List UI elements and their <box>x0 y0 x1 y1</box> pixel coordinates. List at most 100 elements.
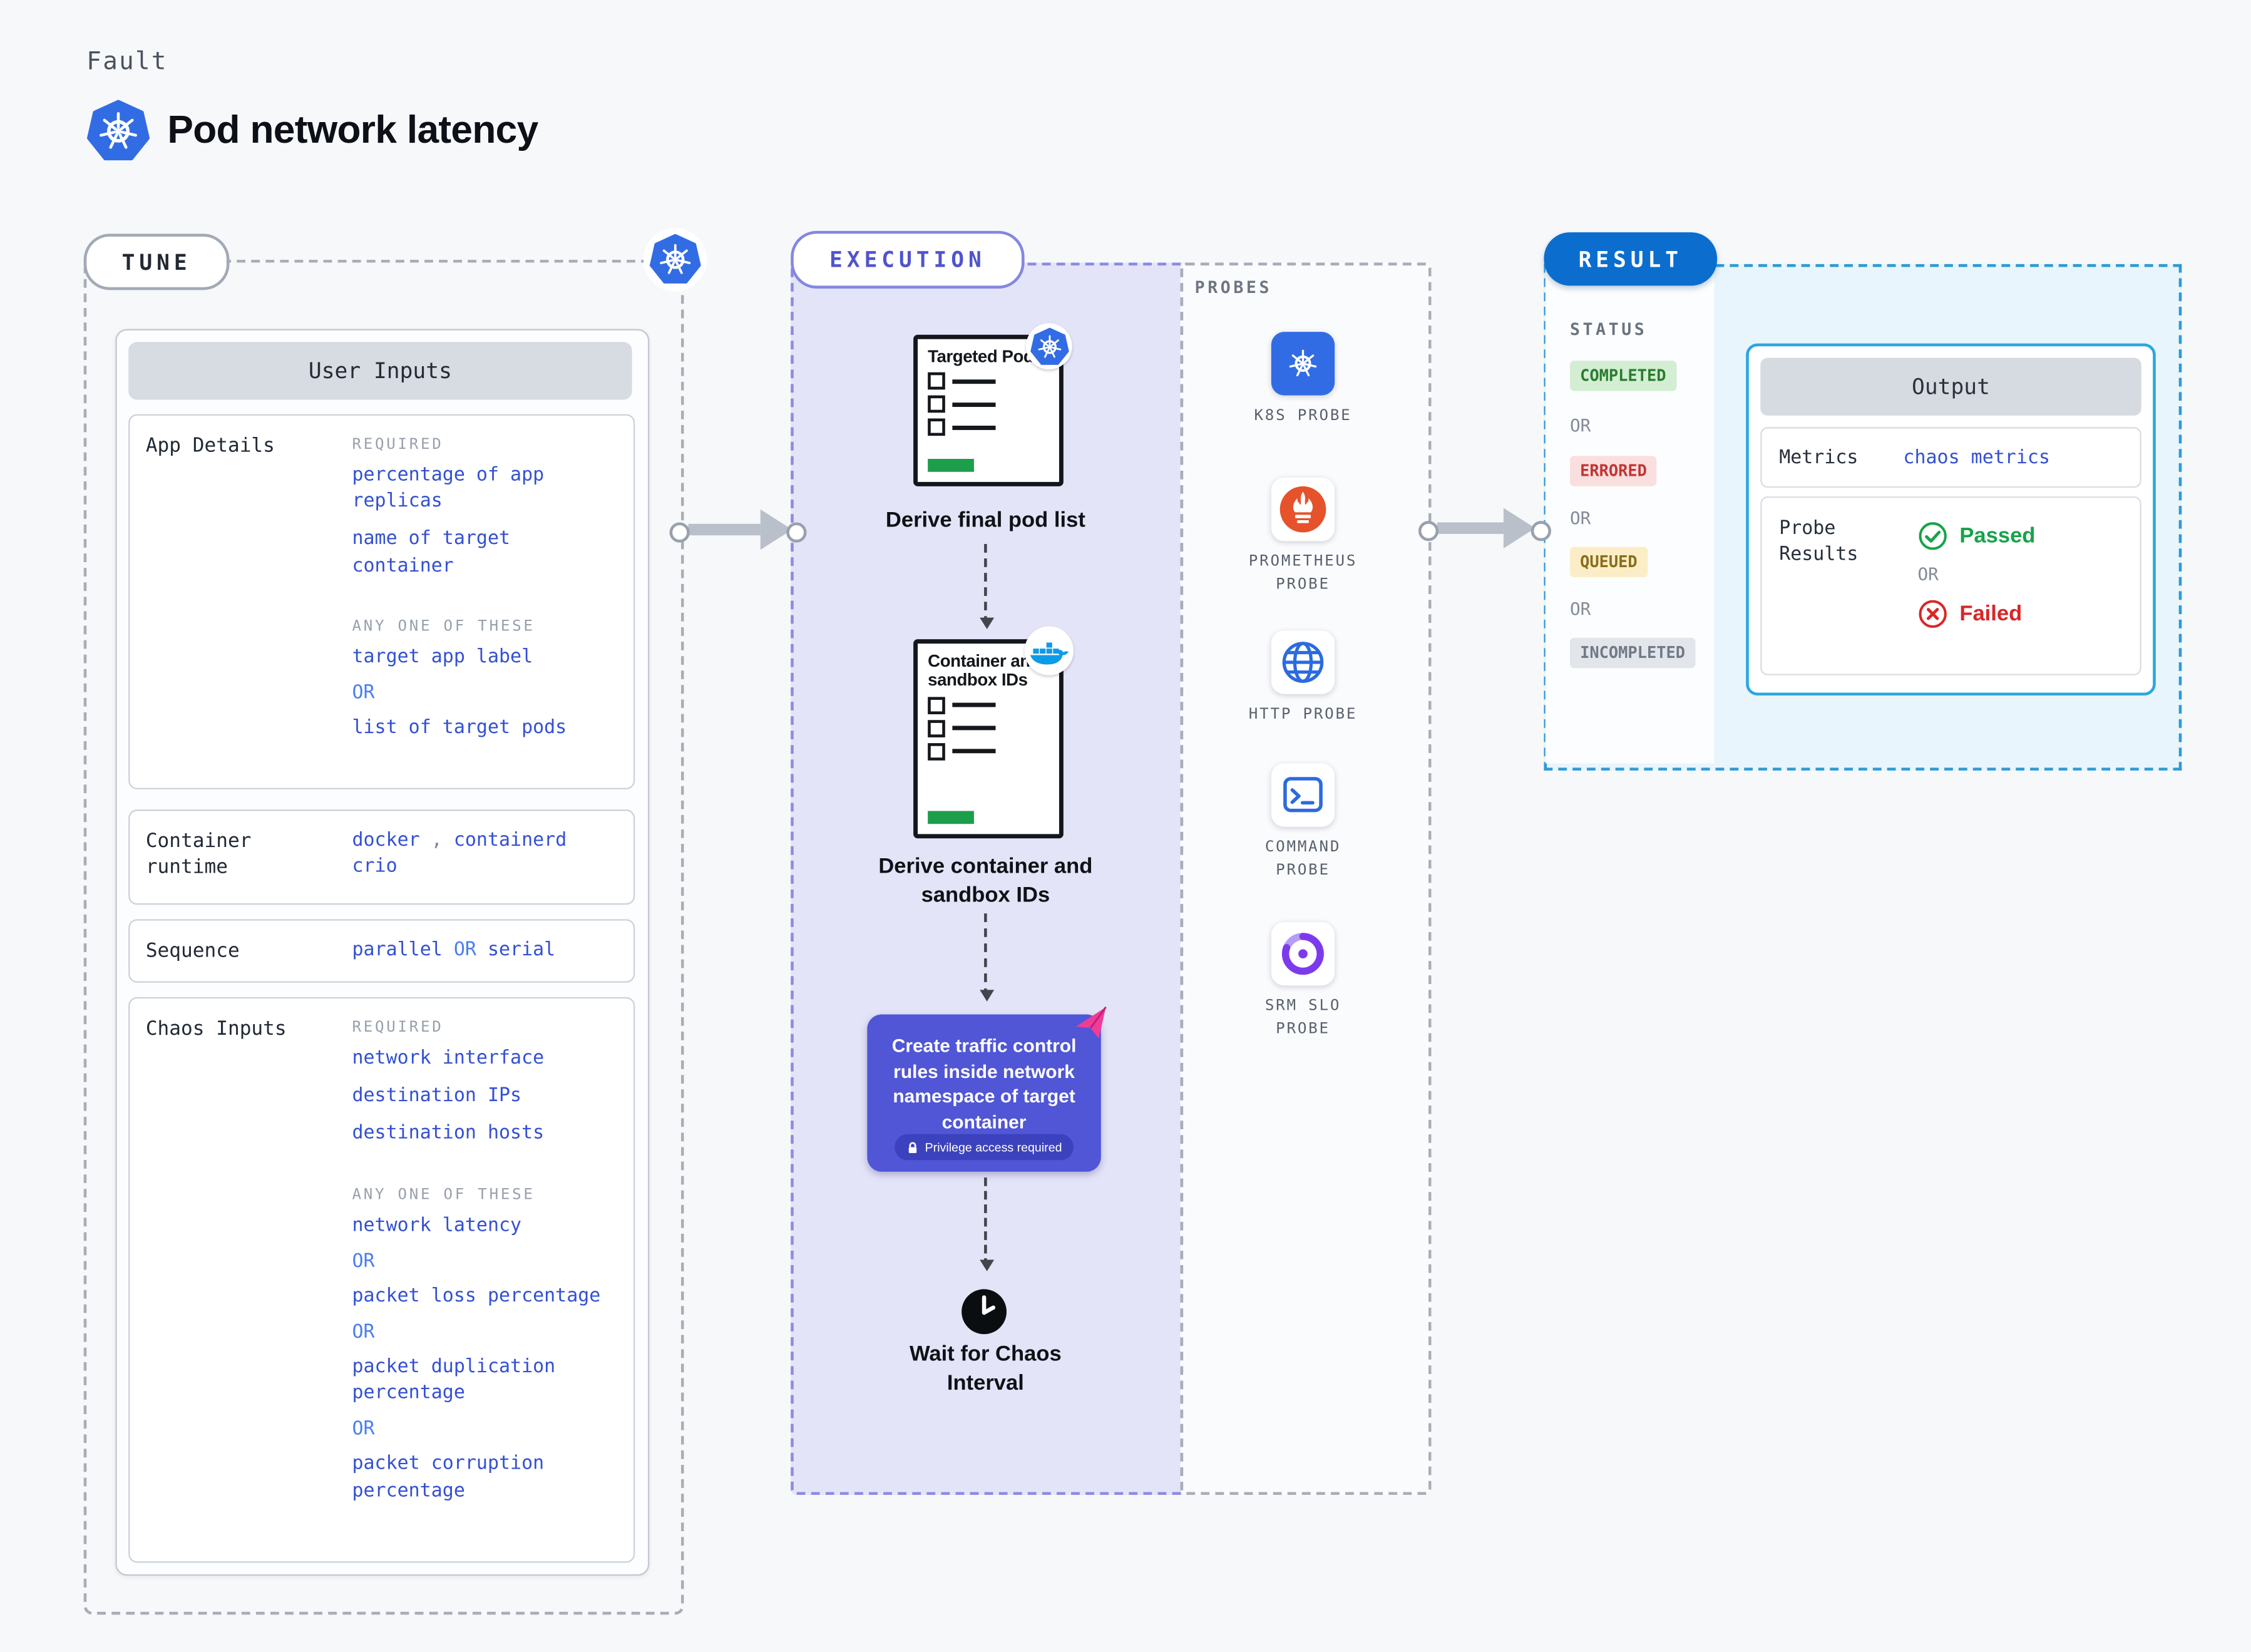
flow-arrow-down <box>979 544 994 630</box>
flow-arrow-down <box>979 1177 994 1271</box>
connector-dot <box>1531 521 1551 541</box>
any-one-heading: ANY ONE OF THESE <box>352 617 535 635</box>
prometheus-probe-icon <box>1271 477 1335 541</box>
probe-label: HTTP PROBE <box>1248 705 1358 723</box>
progress-bar <box>928 811 974 824</box>
privilege-badge: Privilege access required <box>895 1134 1074 1161</box>
x-circle-icon <box>1917 598 1947 628</box>
sequence-value: serial <box>487 939 556 962</box>
text-line <box>952 425 996 430</box>
lock-icon <box>906 1141 920 1154</box>
input-item: destination hosts <box>352 1123 545 1145</box>
kubernetes-icon <box>644 228 707 292</box>
text-line <box>952 726 996 731</box>
checkbox-icon <box>928 742 945 761</box>
container-runtime-label: Container runtime <box>145 829 252 880</box>
probe-label: PROMETHEUS PROBE <box>1248 552 1358 593</box>
status-or: OR <box>1569 415 1591 436</box>
required-heading: REQUIRED <box>352 1018 444 1037</box>
status-or: OR <box>1569 508 1591 528</box>
step-caption: Derive final pod list <box>885 508 1085 533</box>
status-badge-errored: ERRORED <box>1569 456 1658 486</box>
probe-results-label: Probe Results <box>1779 518 1859 567</box>
connector-dot <box>669 522 690 543</box>
flow-arrow-down <box>979 913 994 1002</box>
input-item: target app label <box>352 646 533 668</box>
probes-section-box <box>1180 262 1432 1496</box>
probes-label: PROBES <box>1194 277 1273 297</box>
sequence-card: Sequence parallel OR serial <box>128 919 635 983</box>
checkbox-icon <box>928 396 945 414</box>
status-panel <box>1545 265 1715 764</box>
text-line <box>952 703 996 708</box>
output-card: Output Metrics chaos metrics Probe Resul… <box>1746 343 2156 696</box>
arrow-execution-to-result <box>1437 522 1504 534</box>
probe-label: K8S PROBE <box>1254 407 1352 424</box>
metrics-row: Metrics chaos metrics <box>1760 427 2141 488</box>
chaos-inputs-label: Chaos Inputs <box>145 1017 287 1040</box>
status-or: OR <box>1569 598 1591 619</box>
privilege-badge-text: Privilege access required <box>925 1140 1062 1155</box>
probe-results-row: Probe Results Passed OR Failed <box>1760 496 2141 675</box>
kubernetes-icon <box>1025 323 1072 370</box>
runtime-value: containerd <box>453 829 567 852</box>
kubernetes-icon <box>86 100 150 163</box>
runtime-values: docker , containerd crio <box>352 828 620 881</box>
tune-label: TUNE <box>83 233 230 290</box>
clock-icon <box>960 1287 1008 1336</box>
action-text: Create traffic control rules inside netw… <box>891 1034 1077 1132</box>
status-badge-queued: QUEUED <box>1569 546 1648 578</box>
runtime-value: crio <box>352 856 397 878</box>
metrics-label: Metrics <box>1779 446 1859 469</box>
input-item: network latency <box>352 1214 522 1236</box>
docker-icon <box>1024 626 1074 675</box>
check-circle-icon <box>1917 520 1947 550</box>
container-runtime-card: Container runtime docker , containerd cr… <box>128 809 635 905</box>
page-title: Pod network latency <box>167 108 538 152</box>
arrow-head <box>1503 508 1536 548</box>
connector-dot <box>1418 521 1439 541</box>
arrow-tune-to-execution <box>688 523 761 536</box>
result-or: OR <box>1917 564 1939 585</box>
failed-text: Failed <box>1959 601 2023 626</box>
text-line <box>952 379 996 384</box>
probe-label: SRM SLO PROBE <box>1264 997 1341 1037</box>
or-separator: OR <box>352 682 375 704</box>
input-item: percentage of app replicas <box>352 464 545 513</box>
user-inputs-card: User Inputs App Details REQUIRED percent… <box>115 329 650 1576</box>
step-caption: Wait for Chaos Interval <box>910 1342 1062 1395</box>
document-title: Targeted Pods <box>928 346 1043 367</box>
input-item: network interface <box>352 1047 545 1070</box>
targeted-pods-document: Targeted Pods <box>913 334 1064 486</box>
checkbox-icon <box>928 719 945 737</box>
sequence-value: parallel <box>352 939 443 962</box>
or-separator: OR <box>352 1250 375 1273</box>
progress-bar <box>928 459 974 472</box>
step-caption: Derive container and sandbox IDs <box>878 854 1093 907</box>
http-probe-icon <box>1271 630 1335 694</box>
output-title: Output <box>1760 357 2141 416</box>
passed-text: Passed <box>1959 523 2036 548</box>
or-separator: OR <box>453 939 476 962</box>
status-heading: STATUS <box>1569 319 1648 339</box>
srm-slo-probe-icon <box>1271 921 1335 986</box>
any-one-heading: ANY ONE OF THESE <box>352 1185 535 1203</box>
comma: , <box>431 829 443 852</box>
k8s-probe-icon <box>1271 332 1335 396</box>
sequence-label: Sequence <box>145 939 240 963</box>
checkbox-icon <box>928 419 945 437</box>
or-separator: OR <box>352 1419 375 1441</box>
passed-line: Passed <box>1917 518 2035 553</box>
status-badge-completed: COMPLETED <box>1569 361 1676 391</box>
app-details-card: App Details REQUIRED percentage of app r… <box>128 414 635 789</box>
user-inputs-title: User Inputs <box>128 342 632 400</box>
metrics-value: chaos metrics <box>1903 446 2050 469</box>
app-details-label: App Details <box>145 434 275 458</box>
probe-label: COMMAND PROBE <box>1264 838 1341 879</box>
or-separator: OR <box>352 1321 375 1343</box>
fault-eyebrow: Fault <box>86 48 168 77</box>
traffic-control-icon <box>1070 1003 1114 1046</box>
traffic-control-action: Create traffic control rules inside netw… <box>867 1014 1101 1172</box>
document-title: Container and sandbox IDs <box>928 650 1041 690</box>
